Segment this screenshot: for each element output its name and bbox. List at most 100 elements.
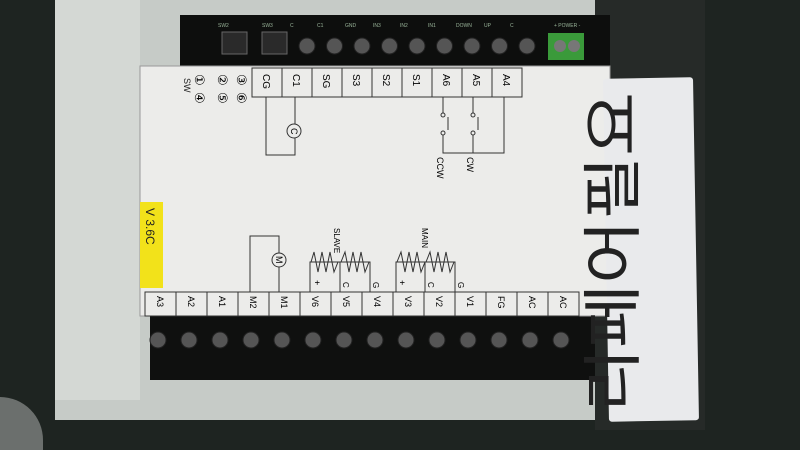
- board-label: + POWER -: [554, 23, 581, 29]
- bottom-terminal-label: V1: [465, 296, 475, 307]
- top-terminal-label: SG: [320, 74, 331, 89]
- svg-text:⑤: ⑤: [215, 92, 230, 104]
- top-terminal-cell: [461, 67, 493, 98]
- bottom-terminal-label: V5: [341, 296, 351, 307]
- terminal-screw[interactable]: [304, 331, 322, 349]
- bottom-terminal-label: M2: [248, 296, 258, 309]
- svg-text:⑥: ⑥: [234, 92, 249, 104]
- terminal-screw[interactable]: [366, 331, 384, 349]
- bottom-terminal-label: A2: [186, 296, 196, 307]
- casing-left-panel: [55, 0, 140, 400]
- top-terminal-label: C1: [290, 74, 301, 87]
- capacitor-circuit: [265, 97, 302, 156]
- board-label: IN2: [400, 23, 408, 29]
- bottom-terminal-cell: [454, 291, 487, 317]
- bottom-terminal-cell: [175, 291, 208, 317]
- terminal-screw[interactable]: [326, 37, 343, 55]
- capacitor-symbol: C: [289, 128, 299, 135]
- terminal-screw[interactable]: [518, 37, 536, 55]
- top-terminal-cell: [311, 67, 343, 98]
- terminal-screw[interactable]: [491, 37, 508, 55]
- top-terminal-cell: [251, 67, 283, 98]
- bottom-terminal-label: V3: [403, 296, 413, 307]
- slave-potentiometer: [309, 250, 371, 292]
- slave-label: SLAVE: [332, 228, 341, 253]
- top-terminal-label: S3: [350, 74, 361, 87]
- motor-circuit: [249, 235, 287, 292]
- bottom-terminal-cell: [144, 291, 177, 317]
- sw2-button[interactable]: [221, 31, 248, 55]
- board-label: C1: [317, 23, 324, 29]
- bottom-terminal-label: V2: [434, 296, 444, 307]
- terminal-screw[interactable]: [436, 37, 453, 55]
- svg-text:④: ④: [192, 92, 207, 104]
- board-label: DOWN: [456, 23, 472, 29]
- terminal-screw[interactable]: [381, 37, 398, 55]
- main-potentiometer: [395, 250, 456, 292]
- bottom-terminal-cell: [485, 291, 518, 317]
- bottom-terminal-label: V4: [372, 296, 382, 307]
- main-label: MAIN: [420, 228, 429, 248]
- terminal-screw[interactable]: [397, 331, 415, 349]
- board-label: SW3: [262, 23, 273, 29]
- top-terminal-cell: [281, 67, 313, 98]
- top-terminal-cell: [341, 67, 373, 98]
- bottom-terminal-cell: [268, 291, 301, 317]
- version-text: V 3.6C: [143, 208, 157, 245]
- note-paper: [603, 77, 699, 422]
- terminal-screw[interactable]: [521, 331, 539, 349]
- bottom-terminal-label: AC: [527, 296, 537, 309]
- board-label: UP: [484, 23, 492, 29]
- terminal-screw[interactable]: [180, 331, 198, 349]
- ccw-label: CCW: [435, 157, 445, 179]
- terminal-screw[interactable]: [463, 37, 481, 55]
- terminal-screw[interactable]: [273, 331, 291, 349]
- terminal-screw[interactable]: [242, 331, 260, 349]
- terminal-screw[interactable]: [428, 331, 446, 349]
- svg-text:③: ③: [234, 74, 249, 86]
- terminal-screw[interactable]: [353, 37, 371, 55]
- bottom-terminal-cell: [547, 291, 580, 317]
- bottom-terminal-label: A3: [155, 296, 165, 307]
- svg-text:②: ②: [215, 74, 230, 86]
- slave-g: G: [371, 282, 380, 288]
- top-terminal-cell: [491, 67, 523, 98]
- top-terminal-label: A6: [440, 74, 451, 87]
- top-terminal-label: CG: [260, 74, 271, 89]
- main-c: C: [426, 282, 435, 288]
- top-terminal-label: A5: [470, 74, 481, 87]
- bottom-terminal-label: FG: [496, 296, 506, 309]
- terminal-screw[interactable]: [552, 331, 570, 349]
- top-terminal-label: S1: [410, 74, 421, 87]
- terminal-screw[interactable]: [459, 331, 477, 349]
- terminal-screw[interactable]: [298, 37, 316, 55]
- top-terminal-label: S2: [380, 74, 391, 87]
- direction-switches: [440, 97, 505, 154]
- main-g: G: [456, 282, 465, 288]
- bottom-terminal-label: AC: [558, 296, 568, 309]
- top-terminal-cell: [371, 67, 403, 98]
- terminal-screw[interactable]: [408, 37, 426, 55]
- bottom-terminal-label: M1: [279, 296, 289, 309]
- motor-symbol: M: [274, 256, 284, 264]
- terminal-screw[interactable]: [211, 331, 229, 349]
- bottom-terminal-label: V6: [310, 296, 320, 307]
- top-terminal-cell: [431, 67, 463, 98]
- top-terminal-cell: [401, 67, 433, 98]
- wiring-label: [139, 65, 611, 317]
- terminal-screw[interactable]: [149, 331, 167, 349]
- switch-numbers: ① ② ③ ④ ⑤ ⑥: [192, 74, 249, 104]
- terminal-screw[interactable]: [335, 331, 353, 349]
- board-label: IN1: [428, 23, 436, 29]
- board-label: C: [510, 23, 514, 29]
- top-terminal-label: A4: [500, 74, 511, 87]
- board-label: SW2: [218, 23, 229, 29]
- svg-text:①: ①: [192, 74, 207, 86]
- version-sticker: [140, 202, 163, 288]
- sw3-button[interactable]: [261, 31, 288, 55]
- terminal-screw[interactable]: [490, 331, 508, 349]
- note-text: 리페어필요: [580, 92, 647, 412]
